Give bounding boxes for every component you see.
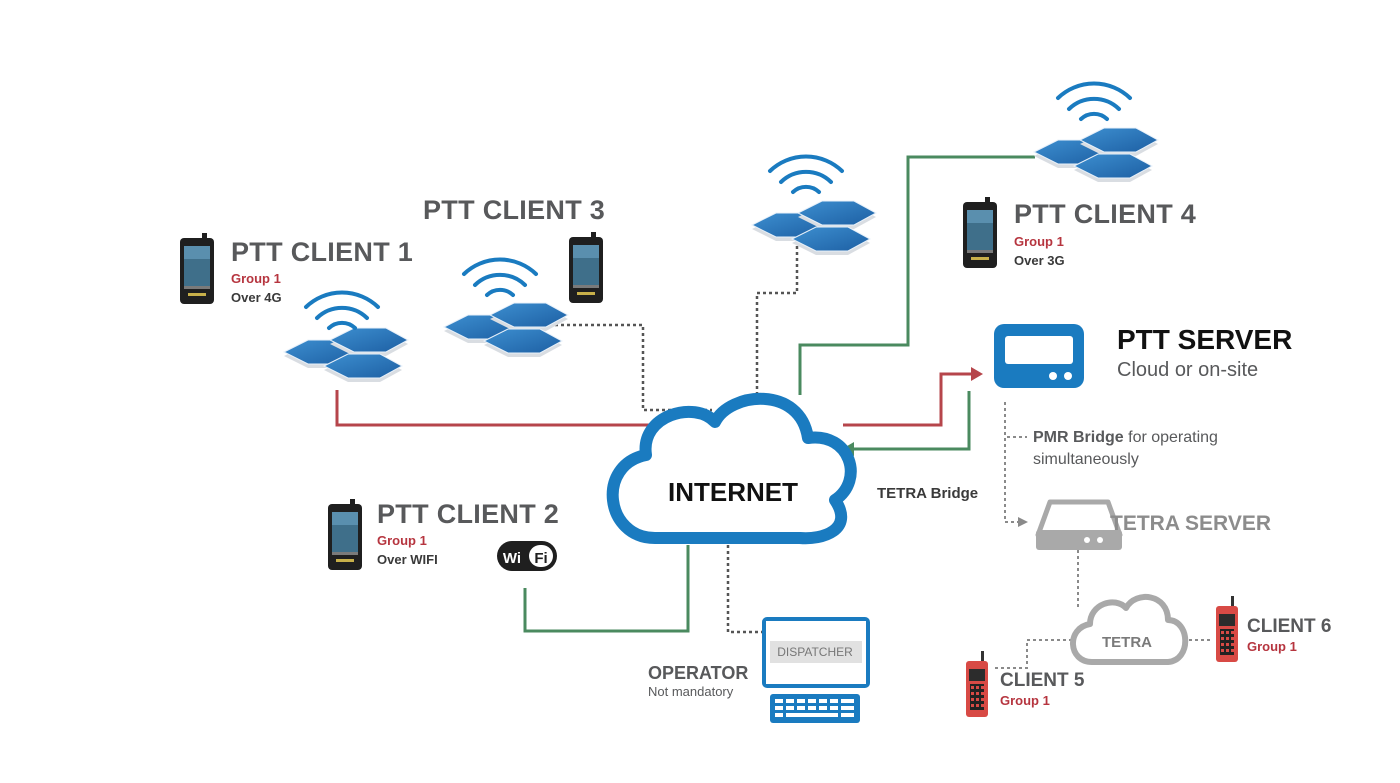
tetra-bridge-label: TETRA Bridge (877, 485, 979, 502)
ptt-client-2-group: Group 1 (377, 533, 427, 548)
client5-dotted-link (995, 639, 1075, 669)
pmr-bridge-bold: PMR Bridge (1033, 429, 1124, 446)
tetra-cloud-icon (1070, 594, 1189, 665)
radio-handset-icon (966, 651, 988, 717)
tetra-cloud-label: TETRA (1102, 634, 1152, 651)
wifi-green-link (523, 545, 690, 633)
cell-tower-central (751, 200, 877, 256)
ptt-client-1-network: Over 4G (231, 290, 282, 305)
smartphone-icon (328, 499, 362, 570)
client3-dotted-link (555, 323, 712, 412)
ptt-server-icon (994, 324, 1084, 388)
internet-label: INTERNET (668, 477, 798, 507)
dispatcher-dotted-link (726, 545, 762, 634)
tetra-server-label: TETRA SERVER (1110, 512, 1272, 535)
signal-waves-icon (304, 290, 380, 330)
server-green-link (852, 391, 971, 451)
wifi-logo-icon: Wi Fi (497, 541, 557, 571)
ptt-client-2-network: Over WIFI (377, 552, 438, 567)
svg-text:Fi: Fi (534, 550, 547, 567)
pmr-dotted-link (1004, 402, 1020, 523)
tower-dotted-link (755, 240, 799, 395)
client-6-group: Group 1 (1247, 639, 1297, 654)
client1-red-link (335, 390, 700, 427)
ptt-server-subtitle: Cloud or on-site (1117, 359, 1259, 381)
tetra-server-icon (1035, 499, 1123, 550)
dispatcher-screen-label: DISPATCHER (777, 645, 853, 659)
ptt-client-4-network: Over 3G (1014, 253, 1065, 268)
client4-green-link (798, 155, 1035, 395)
smartphone-icon (180, 233, 214, 304)
radio-handset-icon (1216, 596, 1238, 662)
smartphone-icon (569, 232, 603, 303)
cell-tower-client3 (443, 302, 569, 358)
ptt-client-1-title: PTT CLIENT 1 (231, 237, 414, 267)
operator-title: OPERATOR (648, 663, 749, 683)
pmr-bridge-label: PMR Bridge for operating (1033, 430, 1218, 446)
ptt-client-3-title: PTT CLIENT 3 (423, 195, 606, 225)
operator-subtitle: Not mandatory (648, 684, 734, 699)
svg-text:Wi: Wi (503, 550, 521, 567)
dispatcher-computer-icon (762, 617, 870, 723)
client-5-title: CLIENT 5 (1000, 670, 1085, 691)
signal-waves-icon (462, 257, 538, 297)
connection-lines (335, 155, 1212, 669)
ptt-client-4-group: Group 1 (1014, 234, 1064, 249)
signal-waves-icon (768, 154, 844, 194)
pmr-bridge-text-2: simultaneously (1033, 451, 1139, 468)
ptt-server-title: PTT SERVER (1117, 324, 1293, 355)
ptt-client-4-title: PTT CLIENT 4 (1014, 199, 1197, 229)
ptt-client-2-title: PTT CLIENT 2 (377, 499, 560, 529)
ptt-client-1-group: Group 1 (231, 271, 281, 286)
smartphone-icon (963, 197, 997, 268)
cell-tower-client1 (283, 327, 409, 383)
internet-cloud-icon (606, 392, 857, 545)
server-red-link (843, 372, 972, 427)
signal-waves-icon (1056, 81, 1132, 121)
pmr-bridge-text: for operating (1123, 429, 1218, 446)
cell-tower-client4 (1033, 127, 1159, 183)
client-5-group: Group 1 (1000, 693, 1050, 708)
client-6-title: CLIENT 6 (1247, 616, 1332, 637)
